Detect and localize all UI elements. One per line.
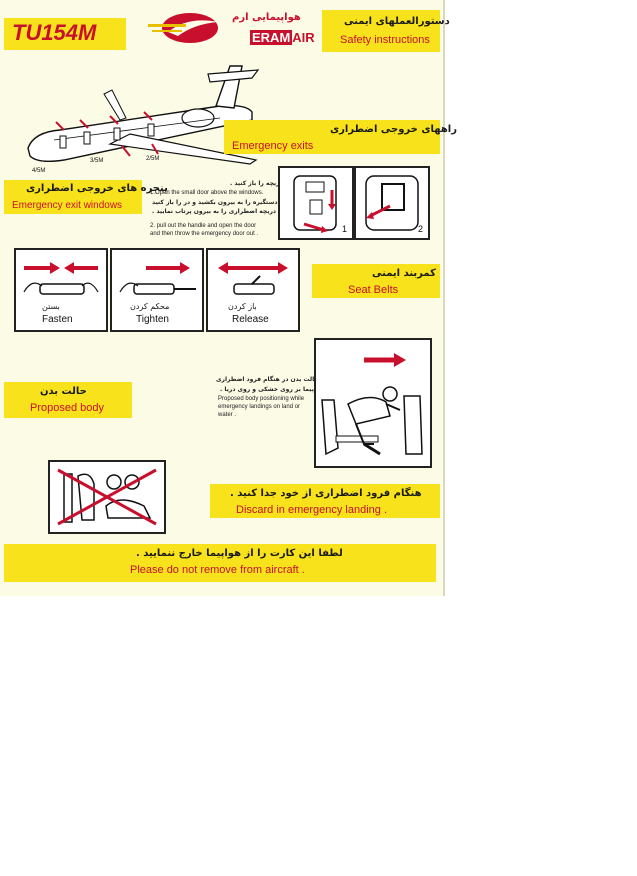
release-persian: باز کردن: [228, 302, 257, 311]
exit-label-3: 2/5M: [146, 156, 160, 162]
proposed-body-english: Proposed body: [30, 402, 104, 414]
model-banner: [4, 18, 126, 50]
proposed-body-banner: [4, 382, 132, 418]
card-edge: [443, 0, 445, 596]
fasten-illustration: [23, 262, 99, 295]
emergency-exits-banner: [224, 120, 440, 154]
eram-air-logo: [148, 13, 218, 43]
window-removal-illustration: [365, 175, 419, 231]
brand-air: AIR: [292, 30, 315, 45]
proposed-desc-english-3: water .: [218, 412, 237, 418]
airline-name-persian: هواپیمایی ارم: [232, 12, 301, 23]
instruction-4: 2. pull out the handle and open the door: [150, 223, 257, 229]
step-number-1: 1: [342, 224, 348, 234]
title-banner: [322, 10, 440, 52]
brand-eram: ERAM: [250, 30, 293, 45]
emergency-exits-persian: راههای خروجی اضطراری: [330, 124, 457, 135]
tighten-persian: محکم کردن: [130, 302, 170, 311]
seat-belts-banner: [312, 264, 440, 298]
discard-items-illustration: [57, 468, 157, 526]
footer-persian: لطفا این کارت را از هواپیما خارج ننمایید…: [136, 548, 343, 559]
seatbelt-tighten-panel: محکم کردن Tighten: [110, 248, 204, 332]
exit-step-1-panel: 1: [278, 166, 354, 240]
instruction-2: ۲-دستگیره را به بیرون بکشید و در را باز …: [152, 199, 284, 206]
discard-items-panel: [48, 460, 166, 534]
brace-position-illustration: [321, 353, 423, 456]
seatbelt-release-panel: باز کردن Release: [206, 248, 300, 332]
exit-step-2-panel: 2: [354, 166, 430, 240]
proposed-desc-persian-2: هواپیما بر روی خشکی و روی دریا .: [220, 386, 324, 393]
tighten-english: Tighten: [136, 314, 169, 325]
aircraft-illustration: [27, 65, 260, 165]
aircraft-model: TU154M: [12, 20, 97, 45]
exit-windows-persian: پنجره های خروجی اضطراری: [26, 183, 168, 194]
instruction-1: 1.Open the small door above the windows.: [150, 190, 264, 196]
seatbelt-fasten-panel: بستن Fasten: [14, 248, 108, 332]
discard-banner: [210, 484, 440, 518]
fasten-persian: بستن: [42, 302, 60, 311]
brace-position-panel: [314, 338, 432, 468]
proposed-desc-english-1: Proposed body positioning while: [218, 396, 305, 402]
instruction-5: and then throw the emergency door out .: [150, 231, 259, 237]
proposed-body-persian: حالت بدن: [40, 386, 87, 397]
proposed-desc-persian-1: حالت بدن در هنگام فرود اضطراری: [216, 376, 319, 383]
tighten-illustration: [119, 262, 196, 295]
step-number-2: 2: [418, 224, 424, 234]
exit-windows-banner: [4, 180, 142, 214]
door-handle-illustration: [293, 175, 337, 233]
emergency-exits-english: Emergency exits: [232, 140, 314, 152]
title-english: Safety instructions: [340, 34, 430, 46]
release-illustration: [218, 262, 288, 295]
exit-windows-english: Emergency exit windows: [12, 200, 123, 211]
seat-belts-persian: کمربند ایمنی: [372, 268, 436, 279]
proposed-desc-english-2: emergency landings on land or: [218, 404, 301, 410]
discard-persian: هنگام فرود اضطراری از خود جدا کنید .: [230, 488, 422, 499]
instruction-3: و سپس دریچه اضطراری را به بیرون پرتاب نم…: [152, 208, 301, 215]
fasten-english: Fasten: [42, 314, 73, 325]
exit-label-2: 3/5M: [90, 158, 104, 164]
discard-english: Discard in emergency landing .: [236, 504, 388, 516]
footer-english: Please do not remove from aircraft .: [130, 564, 305, 576]
exit-label-1: 4/5M: [32, 168, 46, 174]
title-persian: دستورالعملهای ایمنی: [344, 16, 450, 27]
seat-belts-english: Seat Belts: [348, 284, 399, 296]
footer-banner: [4, 544, 436, 582]
release-english: Release: [232, 314, 269, 325]
